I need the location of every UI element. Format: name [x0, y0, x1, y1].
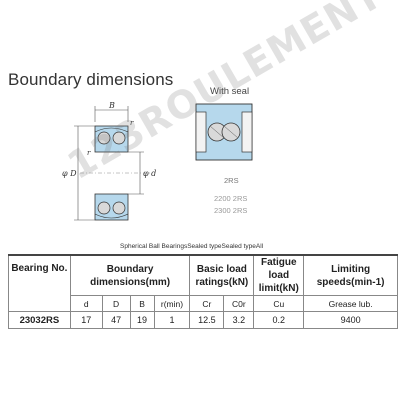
- subheader-b: B: [129, 295, 155, 312]
- header-limiting-speeds: Limiting speeds(min-1): [303, 254, 398, 296]
- specifications-table: Bearing No. Boundary dimensions(mm) Basi…: [8, 254, 398, 329]
- subheader-r-min: r(min): [153, 295, 191, 312]
- subheader-outer-d: D: [101, 295, 131, 312]
- sealed-bearing-diagram: [195, 103, 253, 161]
- seal-model-2300-2rs: 2300 2RS: [214, 206, 248, 215]
- seal-model-2rs: 2RS: [224, 176, 239, 185]
- subheader-d: d: [69, 295, 103, 312]
- header-bearing-no: Bearing No.: [8, 254, 71, 312]
- value-grease-lub: 9400: [303, 311, 398, 329]
- radius-top-label: r: [130, 119, 134, 127]
- value-d: 17: [69, 311, 103, 329]
- subheader-grease-lub: Grease lub.: [303, 295, 398, 312]
- radius-left-label: r: [87, 149, 91, 157]
- seal-model-2200-2rs: 2200 2RS: [214, 194, 248, 203]
- table-row: 23032RS 17 47 19 1 12.5 3.2 0.2 9400: [8, 311, 398, 329]
- page-title: Boundary dimensions: [8, 70, 174, 89]
- header-fatigue-load-limit: Fatigue load limit(kN): [253, 254, 305, 296]
- seal-label: With seal: [210, 86, 250, 97]
- subheader-cr: Cr: [189, 295, 225, 312]
- subheader-cu: Cu: [253, 295, 305, 312]
- value-b: 19: [129, 311, 155, 329]
- value-cu: 0.2: [253, 311, 305, 329]
- value-c0r: 3.2: [223, 311, 255, 329]
- subheader-c0r: C0r: [223, 295, 255, 312]
- header-boundary-dimensions: Boundary dimensions(mm): [69, 254, 191, 296]
- figure-caption: Spherical Ball BearingsSealed typeSealed…: [120, 243, 264, 250]
- bearing-cross-section-diagram: B r r φ D φ d: [62, 101, 156, 221]
- value-cr: 12.5: [189, 311, 225, 329]
- value-outer-d: 47: [101, 311, 131, 329]
- bearing-model: 23032RS: [8, 311, 71, 329]
- value-r-min: 1: [153, 311, 191, 329]
- header-basic-load-ratings: Basic load ratings(kN): [189, 254, 255, 296]
- dimension-b-label: B: [108, 101, 115, 110]
- bore-diameter-label: φ d: [143, 169, 156, 178]
- outer-diameter-label: φ D: [62, 169, 77, 178]
